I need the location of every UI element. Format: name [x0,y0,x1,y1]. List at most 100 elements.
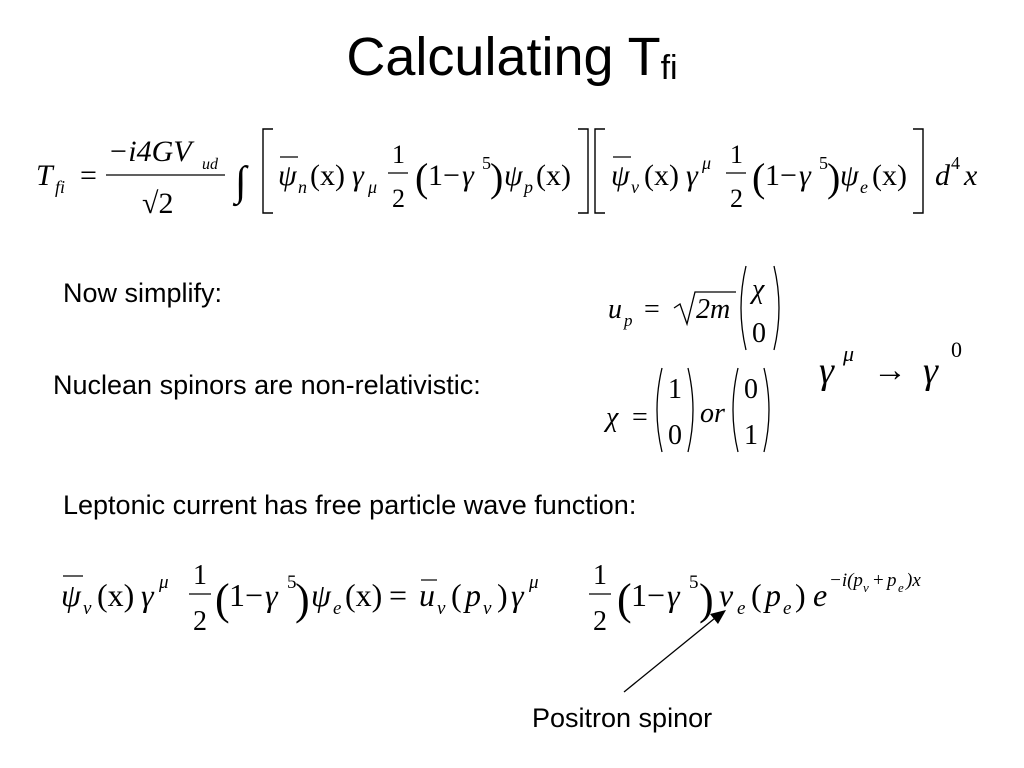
gamma-from-sup: μ [842,341,854,366]
gamma-replacement: γ μ → γ 0 [819,337,962,392]
chi-v1-bottom: 0 [668,420,682,451]
positron-label: Positron spinor [532,703,713,733]
svg-text:p: p [463,577,481,613]
svg-text:(: ( [415,155,428,200]
svg-text:u: u [419,577,435,613]
svg-text:(x): (x) [872,159,907,192]
positron-arrow [623,610,726,693]
svg-text:ν: ν [631,177,639,197]
svg-text:n: n [298,177,307,197]
svg-text:2: 2 [392,184,405,213]
svg-text:): ) [827,155,840,200]
svg-text:γ: γ [511,577,525,613]
svg-text:e: e [333,598,341,619]
svg-text:1: 1 [593,560,607,591]
svg-text:1: 1 [392,140,405,169]
chi-v2-top: 0 [744,374,758,405]
tfi-prefactor-num: −i4GV [108,135,195,168]
up-top: χ [749,274,765,305]
svg-text:e: e [783,598,791,619]
svg-text:p: p [522,177,533,197]
svg-text:x: x [963,159,978,192]
up-equation: u p = 2m χ 0 [608,265,780,351]
svg-text:1: 1 [193,560,207,591]
svg-text:1: 1 [730,140,743,169]
svg-text:1−: 1− [428,159,460,192]
chi-v1-top: 1 [668,374,682,405]
chi-v2-bottom: 1 [744,420,758,451]
svg-text:μ: μ [158,572,169,593]
svg-text:(: ( [752,155,765,200]
svg-text:e: e [737,598,745,619]
svg-text:ψ: ψ [278,159,298,192]
title-subscript: fi [660,49,678,87]
svg-text:ψ: ψ [311,577,332,613]
title-main: Calculating T [346,27,661,87]
svg-text:)x: )x [905,570,921,591]
svg-text:): ) [490,155,503,200]
svg-text:=: = [389,577,407,613]
svg-text:): ) [497,577,508,613]
svg-text:γ: γ [352,159,365,192]
svg-text:=: = [632,402,648,433]
svg-text:μ: μ [367,177,377,197]
slide-title: Calculating Tfi [0,26,1024,88]
svg-text:p: p [885,570,897,591]
svg-text:): ) [295,575,310,624]
svg-text:1−: 1− [765,159,797,192]
svg-text:5: 5 [689,572,699,593]
tfi-prefactor-num-sub: ud [202,156,219,173]
svg-text:e: e [813,577,827,613]
svg-text:p: p [763,577,781,613]
tfi-prefactor-den: √2 [142,187,173,220]
svg-text:γ: γ [667,577,681,613]
svg-text:(: ( [751,577,762,613]
chi-or: or [700,398,725,429]
svg-text:d: d [935,159,951,192]
svg-text:1−: 1− [229,577,263,613]
gamma-from: γ [819,350,835,392]
svg-text:γ: γ [265,577,279,613]
leptonic-label: Leptonic current has free particle wave … [63,490,637,520]
svg-text:(x): (x) [345,577,382,613]
svg-text:ψ: ψ [840,159,860,192]
svg-text:ν: ν [483,598,492,619]
svg-text:γ: γ [799,159,812,192]
svg-text:4: 4 [951,153,960,173]
simplify-label: Now simplify: [63,278,223,308]
svg-text:): ) [699,575,714,624]
svg-text:5: 5 [819,153,828,173]
svg-text:μ: μ [701,153,711,173]
svg-text:(x): (x) [644,159,679,192]
svg-text:5: 5 [287,572,297,593]
svg-text:ν: ν [83,598,92,619]
svg-text:ν: ν [863,580,869,595]
up-sqrt: 2m [696,294,730,325]
svg-text:−i(p: −i(p [829,570,863,591]
gamma-to: γ [923,350,939,392]
tfi-lhs-sub: fi [55,177,65,197]
svg-text:ν: ν [437,598,446,619]
svg-text:γ: γ [141,577,155,613]
svg-text:e: e [898,580,904,595]
svg-text:2: 2 [730,184,743,213]
svg-text:=: = [644,294,660,325]
chi-lhs: χ [603,402,619,433]
svg-text:e: e [860,177,868,197]
integral-symbol: ∫ [232,159,249,207]
svg-text:ψ: ψ [611,159,631,192]
up-lhs: u [608,294,622,325]
svg-text:(x): (x) [97,577,134,613]
up-bottom: 0 [752,318,766,349]
svg-text:ψ: ψ [504,159,524,192]
svg-text:(: ( [451,577,462,613]
gamma-to-sup: 0 [951,337,962,362]
svg-text:+: + [873,570,884,591]
nucleon-label: Nuclean spinors are non-relativistic: [53,370,481,400]
svg-text:(x): (x) [536,159,571,192]
svg-text:2: 2 [593,606,607,637]
svg-text:v: v [719,577,734,613]
svg-text:ψ: ψ [61,577,82,613]
